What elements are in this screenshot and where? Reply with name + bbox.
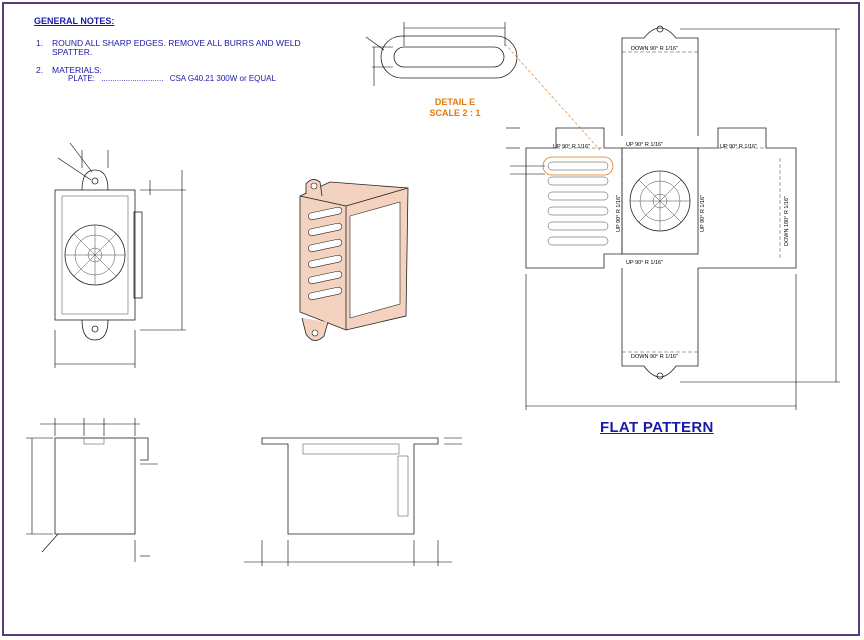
plate-label: PLATE: [68,74,95,83]
detail-e-slot [393,46,505,68]
bend-label-up-top-center: UP 90° R 1/16" [626,142,663,148]
note-2: 2. MATERIALS: [36,65,102,75]
side-view [26,418,158,562]
detail-e-title: DETAIL E [434,97,476,107]
flat-pattern-slots [547,161,609,246]
front-view [54,142,186,368]
note-1-continuation: SPATTER. [52,47,93,57]
isometric-view [299,179,409,341]
general-notes-title: GENERAL NOTES: [34,16,115,26]
note-1: 1. ROUND ALL SHARP EDGES. REMOVE ALL BURR… [36,38,301,48]
bend-label-up-right-tab: UP 90° R 1/16" [720,144,757,150]
mounting-hole-bottom [91,325,99,333]
detail-e-view [365,22,601,151]
detail-e-marker [542,156,614,176]
side-view-radius-leader [41,533,59,553]
note-1-text: ROUND ALL SHARP EDGES. REMOVE ALL BURRS … [52,38,301,48]
bend-labels: DOWN 90° R 1/16" UP 90° R 1/16" UP 90° R… [553,46,790,360]
bend-label-up-left-tab: UP 90° R 1/16" [553,144,590,150]
bottom-view [244,437,462,566]
note-1-number: 1. [36,38,44,48]
plate-material: PLATE: ............................ CSA … [68,74,276,83]
bottom-view-body [261,437,439,535]
bend-label-down-top: DOWN 90° R 1/16" [631,46,678,52]
detail-e-radius-leader [365,36,385,51]
hole-leader [57,157,92,181]
bend-label-up-left-vert: UP 90° R 1/16" [616,195,622,232]
side-view-body [54,437,136,535]
bend-label-down-bottom: DOWN 90° R 1/16" [631,354,678,360]
detail-e-scale: SCALE 2 : 1 [429,108,481,118]
detail-e-callout-line [504,43,601,151]
bend-label-down-right: DOWN 180° R 1/16" [784,196,790,246]
plate-leader-dots: ............................ [101,74,164,83]
detail-e-outline [380,35,518,79]
detail-e-label: DETAIL E SCALE 2 : 1 [416,97,494,119]
flat-pattern-view [506,25,840,410]
mounting-hole-top [91,177,99,185]
bend-label-up-right-vert: UP 90° R 1/16" [700,195,706,232]
note-2-number: 2. [36,65,44,75]
front-view-body [54,189,136,321]
flat-pattern-title: FLAT PATTERN [600,419,714,436]
bend-label-up-bottom-center: UP 90° R 1/16" [626,260,663,266]
plate-spec: CSA G40.21 300W or EQUAL [169,74,276,83]
note-2-title: MATERIALS: [52,65,102,75]
radius-leader [69,142,93,173]
general-notes: GENERAL NOTES: 1. ROUND ALL SHARP EDGES. … [34,16,301,83]
